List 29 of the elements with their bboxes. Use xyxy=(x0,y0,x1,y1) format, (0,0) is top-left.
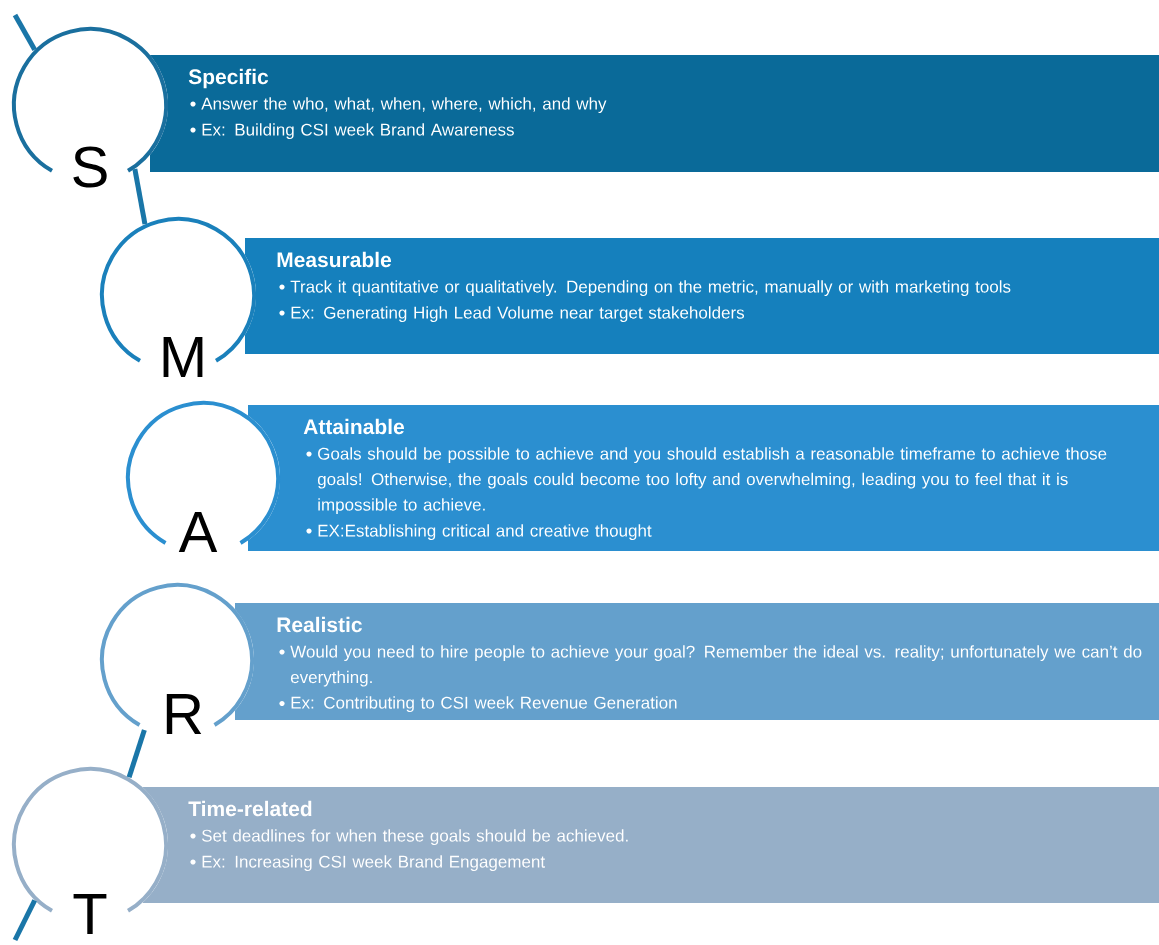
connector-line xyxy=(12,899,37,942)
band-heading: Time-related xyxy=(188,800,312,817)
bullet-text: EX:Establishing critical and creative thought xyxy=(318,524,652,541)
connector-line xyxy=(12,13,37,51)
bullet-text: Track it quantitative or qualitatively. Depending on the metric, manually or with marketing tools xyxy=(290,280,1011,297)
band-heading: Specific xyxy=(188,68,269,89)
node-label: S xyxy=(73,146,107,188)
bullet-text: Ex: Increasing CSI week Brand Engagement xyxy=(202,855,545,872)
band-heading: Attainable xyxy=(303,418,404,435)
bullet-text: Answer the who, what, when, where, which, and why xyxy=(201,97,607,114)
bullet-text: Ex: Building CSI week Brand Awareness xyxy=(202,123,514,140)
connector-line xyxy=(126,729,147,779)
text-band xyxy=(248,405,1159,551)
bullet-text: Ex: Contributing to CSI week Revenue Generation xyxy=(291,696,677,713)
node-label: A xyxy=(178,512,218,552)
node-label: T xyxy=(73,894,107,934)
bullet-text: Would you need to hire people to achieve your goal? Remember the ideal vs. reality; unfortunately we can’t do everything. xyxy=(290,645,1142,687)
bullet-text: Ex: Generating High Lead Volume near target stakeholders xyxy=(291,306,745,323)
node-label: M xyxy=(163,337,203,377)
text-band xyxy=(245,238,1159,354)
text-band xyxy=(235,603,1159,720)
bullet-text: Set deadlines for when these goals should be achieved. xyxy=(201,829,628,846)
band-heading: Realistic xyxy=(277,616,362,633)
node-label: R xyxy=(166,694,202,734)
connector-line xyxy=(132,168,148,225)
band-heading: Measurable xyxy=(277,251,392,268)
text-band xyxy=(143,787,1159,903)
bullet-text: Goals should be possible to achieve and you should establish a reasonable timeframe to achieve those goals! Otherwise, the goals could become too lofty and overwhelming, leading you to feel that it is impossible to achieve. xyxy=(317,447,1107,515)
text-band xyxy=(150,55,1159,172)
